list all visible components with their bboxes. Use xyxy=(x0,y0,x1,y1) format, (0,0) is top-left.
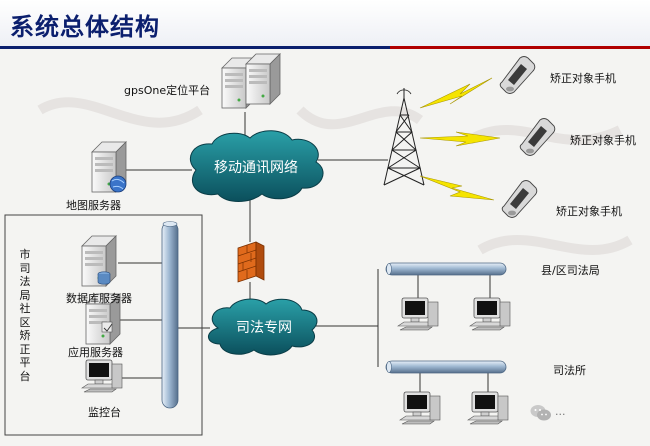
phone-label-2: 矫正对象手机 xyxy=(570,134,636,147)
phone-icon-3 xyxy=(501,180,538,218)
platform-vertical-label: 市司法局社区矫正平台 xyxy=(19,248,31,383)
bureau-pc-icon-2 xyxy=(469,297,511,331)
gps-platform-label: gpsOne定位平台 xyxy=(124,84,211,97)
monitor-console-icon xyxy=(81,359,123,393)
signal-bolt-2 xyxy=(419,131,501,147)
platform-bus xyxy=(161,221,179,409)
office-pc-icon-1 xyxy=(399,391,441,425)
phone-label-1: 矫正对象手机 xyxy=(550,72,616,85)
signal-bolt-1 xyxy=(419,77,493,109)
gps-server-icon xyxy=(221,53,281,109)
county-bureau-bus xyxy=(385,262,507,276)
title-bar: 系统总体结构 xyxy=(0,0,650,49)
phone-icon-1 xyxy=(499,56,536,94)
radio-tower-icon xyxy=(383,88,425,186)
signal-bolt-3 xyxy=(419,175,495,201)
application-server-icon xyxy=(85,293,121,345)
judicial-office-label: 司法所 xyxy=(553,364,586,377)
map-server-label: 地图服务器 xyxy=(66,199,121,212)
db-server-label: 数据库服务器 xyxy=(66,292,132,305)
county-bureau-label: 县/区司法局 xyxy=(541,264,600,277)
map-server-icon xyxy=(91,141,127,193)
page-title: 系统总体结构 xyxy=(10,13,160,41)
title-accent-line xyxy=(390,46,650,49)
mobile-network-label: 移动通讯网络 xyxy=(214,160,298,176)
mobile-network-cloud xyxy=(190,130,324,202)
judicial-network-label: 司法专网 xyxy=(236,320,292,336)
watermark-text: ... xyxy=(555,405,566,418)
office-pc-icon-2 xyxy=(467,391,509,425)
phone-label-3: 矫正对象手机 xyxy=(556,205,622,218)
judicial-network-cloud xyxy=(208,298,318,356)
platform-frame xyxy=(4,214,203,436)
monitor-label: 监控台 xyxy=(88,406,121,419)
database-server-icon xyxy=(81,235,117,287)
firewall-icon xyxy=(237,241,265,283)
bureau-pc-icon-1 xyxy=(397,297,439,331)
judicial-office-bus xyxy=(385,360,507,374)
app-server-label: 应用服务器 xyxy=(68,346,123,359)
wechat-icon xyxy=(530,405,551,421)
